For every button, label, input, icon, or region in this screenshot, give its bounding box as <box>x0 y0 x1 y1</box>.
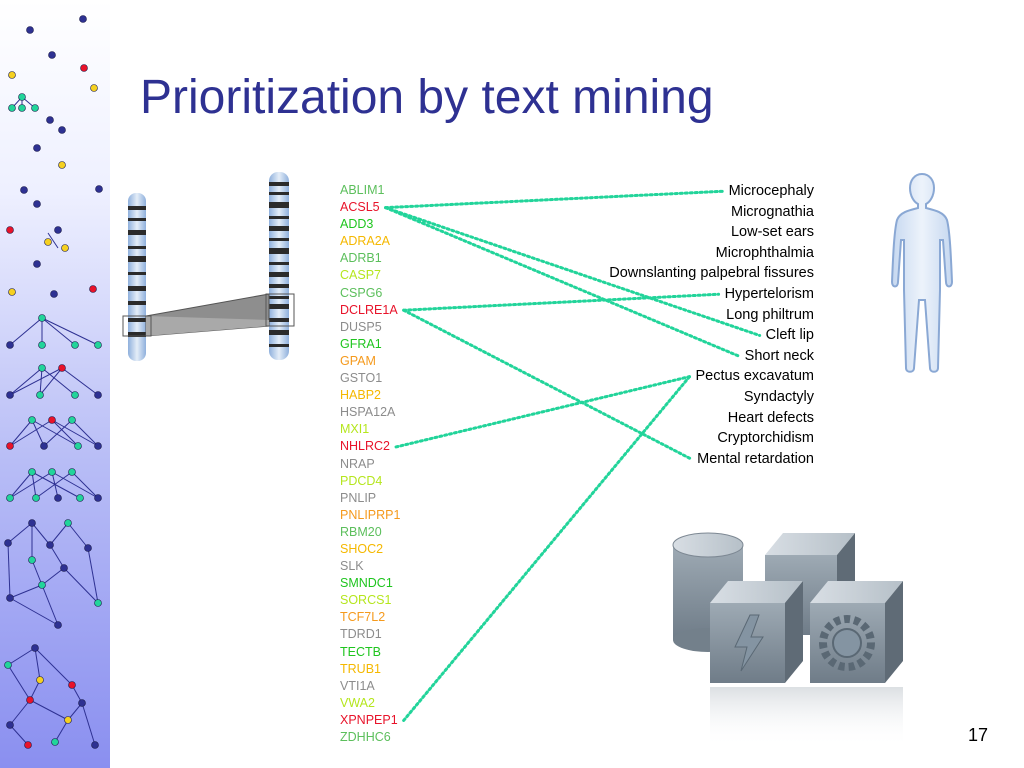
gene-item: PNLIPRP1 <box>340 507 401 522</box>
gene-item: TRUB1 <box>340 661 381 676</box>
phenotype-item: Hypertelorism <box>724 285 814 302</box>
phenotype-item: Cryptorchidism <box>717 430 814 447</box>
gene-item: CSPG6 <box>340 285 383 300</box>
cube-lightning <box>710 581 803 683</box>
gene-item: GPAM <box>340 353 376 368</box>
phenotype-item: Syndactyly <box>743 388 814 405</box>
gene-item: ADD3 <box>340 217 374 232</box>
gene-item: ZDHHC6 <box>340 730 391 744</box>
gene-item: NHLRC2 <box>340 439 391 454</box>
phenotype-item: Microcephaly <box>728 183 814 199</box>
gene-item: SLK <box>340 559 364 574</box>
gene-item: ACSL5 <box>340 200 380 215</box>
gene-item: SORCS1 <box>340 593 392 608</box>
cube-gear <box>810 581 903 683</box>
gene-item: CASP7 <box>340 268 381 283</box>
gene-item: SHOC2 <box>340 541 384 556</box>
phenotype-item: Pectus excavatum <box>695 368 814 385</box>
phenotype-item: Long philtrum <box>726 306 814 323</box>
gene-item: GSTO1 <box>340 371 383 386</box>
gene-item: TCF7L2 <box>340 610 386 625</box>
human-silhouette-icon <box>890 172 954 373</box>
gene-item: ADRA2A <box>340 234 391 249</box>
gene-item: MXI1 <box>340 422 370 437</box>
gene-item: HABP2 <box>340 388 381 403</box>
phenotype-item: Low-set ears <box>730 224 814 241</box>
network-graph-icon <box>4 15 103 749</box>
gene-item: HSPA12A <box>340 405 396 420</box>
chromosome-zoom-icon <box>122 172 295 361</box>
gene-item: ABLIM1 <box>340 183 385 197</box>
network-nodes <box>4 15 103 749</box>
gene-item: PDCD4 <box>340 473 383 488</box>
chromosome-right <box>269 172 289 360</box>
phenotype-item: Micrognathia <box>730 203 814 220</box>
gene-item: VWA2 <box>340 695 375 710</box>
phenotype-item: Mental retardation <box>697 450 814 467</box>
chromosome-left <box>128 193 146 361</box>
page-number: 17 <box>968 725 989 745</box>
zoom-projection <box>122 293 295 337</box>
floor-reflection <box>710 687 903 747</box>
gene-item: RBM20 <box>340 524 382 539</box>
database-cubes-icon <box>672 532 903 747</box>
phenotype-item: Short neck <box>744 347 814 364</box>
gene-item: TDRD1 <box>340 627 382 642</box>
decorative-network-sidebar <box>0 0 110 768</box>
gene-item: SMNDC1 <box>340 576 393 591</box>
gene-item: ADRB1 <box>340 251 382 266</box>
gene-item: DUSP5 <box>340 319 382 334</box>
gene-item: NRAP <box>340 456 375 471</box>
gene-item: DCLRE1A <box>340 302 398 317</box>
gene-item: TECTB <box>340 644 381 659</box>
slide-title: Prioritization by text mining <box>140 71 714 124</box>
gene-item: VTI1A <box>340 678 375 693</box>
phenotype-item: Heart defects <box>727 409 814 426</box>
gene-item: XPNPEP1 <box>340 712 398 727</box>
phenotype-item: Cleft lip <box>765 327 814 344</box>
gene-item: PNLIP <box>340 490 377 505</box>
phenotype-item: Downslanting palpebral fissures <box>609 265 814 282</box>
gene-item: GFRA1 <box>340 336 382 351</box>
phenotype-item: Microphthalmia <box>715 244 814 261</box>
network-edges <box>7 96 99 746</box>
